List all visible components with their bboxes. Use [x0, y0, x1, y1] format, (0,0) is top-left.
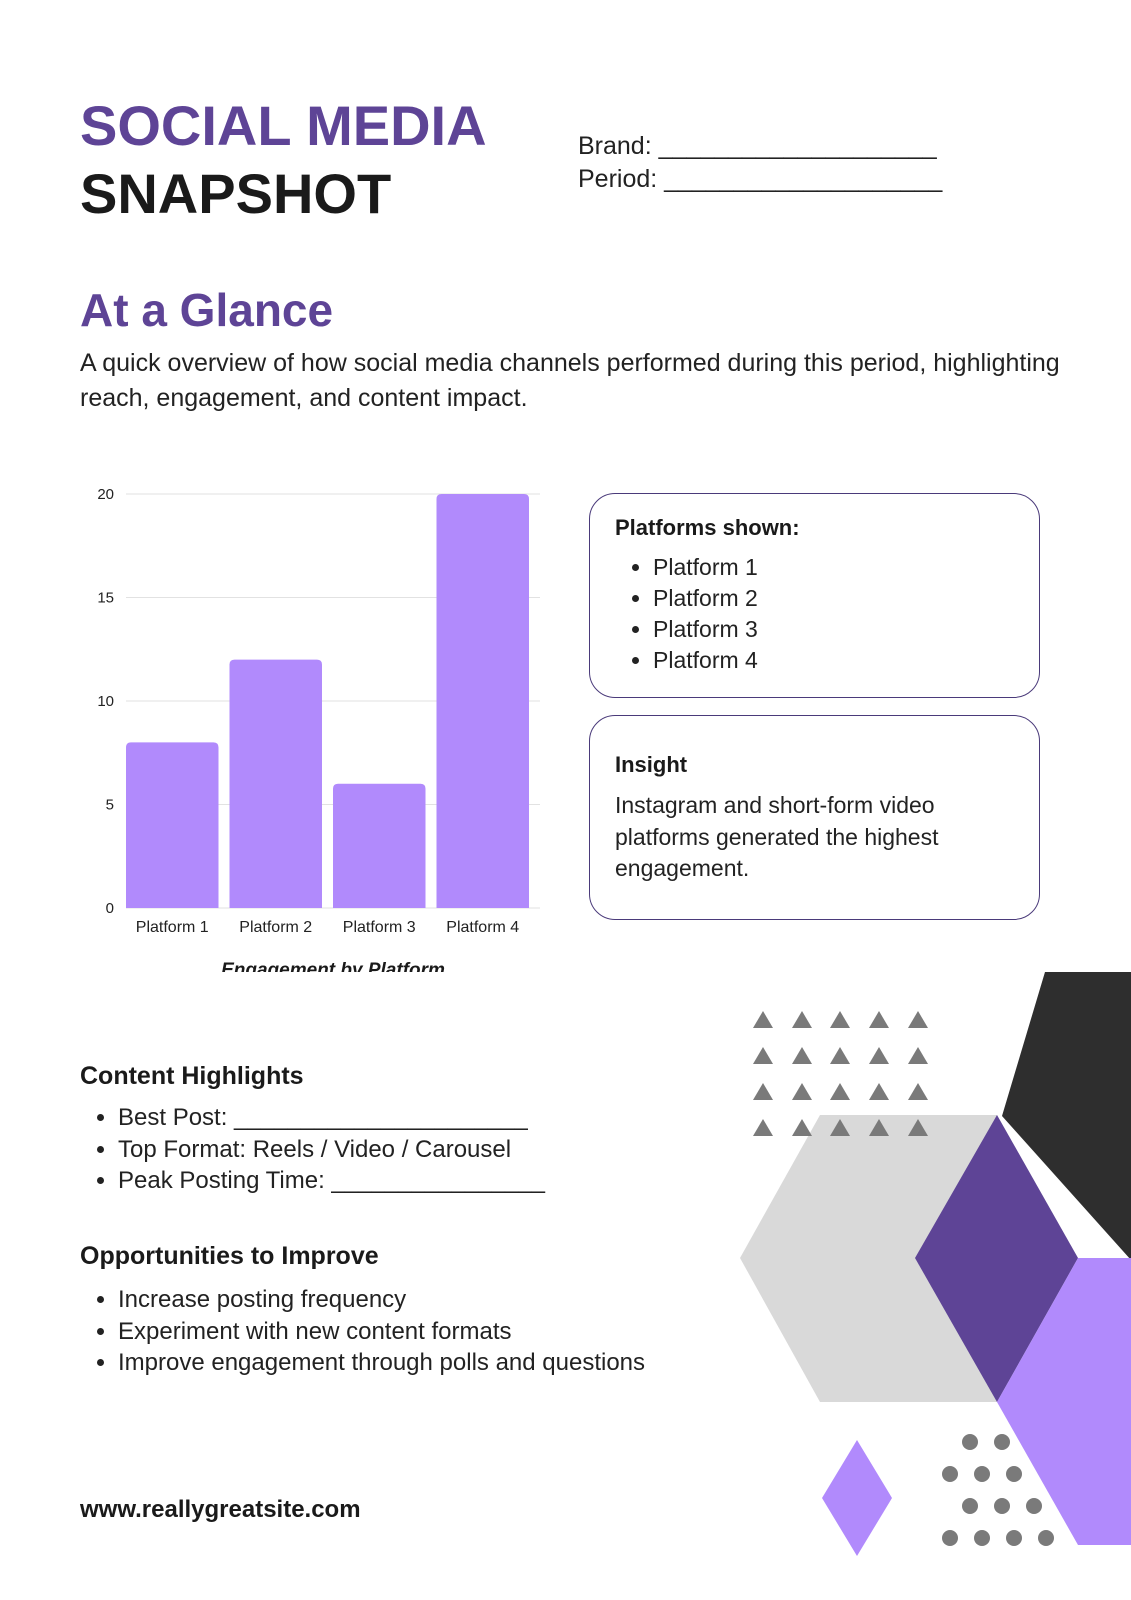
insight-text: Instagram and short-form video platforms… [615, 792, 939, 881]
triangle-shape [869, 1083, 889, 1100]
y-tick-label: 5 [106, 797, 114, 814]
list-item: Best Post: ______________________ [118, 1102, 545, 1134]
decorative-shapes [740, 972, 1131, 1556]
y-tick-label: 10 [97, 693, 114, 710]
list-item: Increase posting frequency [118, 1284, 658, 1316]
triangle-shape [792, 1083, 812, 1100]
dot-shape [1038, 1530, 1054, 1546]
bar [333, 783, 426, 908]
x-tick-label: Platform 3 [343, 919, 416, 936]
triangle-shape [908, 1047, 928, 1064]
list-item: Top Format: Reels / Video / Carousel [118, 1134, 545, 1166]
triangle-shape [753, 1047, 773, 1064]
section-heading-at-a-glance: At a Glance [80, 284, 334, 336]
triangle-shape [792, 1011, 812, 1028]
opportunities-list: Increase posting frequency Experiment wi… [80, 1284, 658, 1379]
dot-shape [994, 1498, 1010, 1514]
x-tick-label: Platform 2 [239, 919, 312, 936]
dot-shape [1026, 1498, 1042, 1514]
website-url[interactable]: www.reallygreatsite.com [80, 1496, 361, 1523]
dot-shape [994, 1434, 1010, 1450]
bar [126, 742, 219, 908]
title-line-2: SNAPSHOT [80, 162, 392, 225]
content-highlights-list: Best Post: ______________________ Top Fo… [80, 1102, 545, 1197]
lilac-hexagon-shape [997, 1258, 1131, 1545]
dot-shape [1006, 1466, 1022, 1482]
list-item: Experiment with new content formats [118, 1316, 658, 1348]
triangle-shape [753, 1119, 773, 1136]
x-tick-label: Platform 4 [446, 919, 519, 936]
chart-title: Engagement by Platform [221, 960, 445, 972]
bar [436, 494, 529, 908]
list-item: Platform 2 [653, 583, 758, 614]
platforms-card: Platforms shown: Platform 1 Platform 2 P… [589, 493, 1040, 698]
list-item: Platform 3 [653, 614, 758, 645]
brand-field: Brand: ____________________ [578, 132, 937, 160]
bar [229, 659, 322, 908]
triangle-shape [908, 1119, 928, 1136]
triangle-shape [869, 1047, 889, 1064]
content-highlights-title: Content Highlights [80, 1062, 304, 1090]
triangle-shape [869, 1011, 889, 1028]
triangle-shape [792, 1047, 812, 1064]
triangle-shape [830, 1047, 850, 1064]
title-line-1: SOCIAL MEDIA [80, 94, 487, 157]
dot-shape [974, 1466, 990, 1482]
platforms-card-title: Platforms shown: [615, 515, 800, 540]
platforms-list: Platform 1 Platform 2 Platform 3 Platfor… [615, 552, 758, 676]
period-field: Period: ____________________ [578, 165, 943, 193]
triangle-shape [830, 1119, 850, 1136]
dark-hexagon-shape [1002, 972, 1131, 1260]
small-diamond-shape [822, 1440, 892, 1556]
dot-shape [942, 1530, 958, 1546]
dot-shape [962, 1434, 978, 1450]
intro-paragraph: A quick overview of how social media cha… [80, 349, 1060, 412]
triangle-shape [830, 1011, 850, 1028]
triangle-shape [753, 1011, 773, 1028]
opportunities-title: Opportunities to Improve [80, 1242, 379, 1270]
dot-shape [1006, 1530, 1022, 1546]
y-tick-label: 20 [97, 486, 114, 503]
list-item: Improve engagement through polls and que… [118, 1347, 658, 1379]
triangle-pattern [753, 1011, 928, 1136]
dot-pattern [942, 1434, 1054, 1546]
insight-card-title: Insight [615, 752, 688, 777]
triangle-shape [869, 1119, 889, 1136]
dot-shape [942, 1466, 958, 1482]
triangle-shape [908, 1083, 928, 1100]
triangle-shape [908, 1011, 928, 1028]
dot-shape [962, 1498, 978, 1514]
list-item: Platform 4 [653, 645, 758, 676]
triangle-shape [753, 1083, 773, 1100]
y-tick-label: 0 [106, 900, 114, 917]
x-tick-label: Platform 1 [136, 919, 209, 936]
triangle-shape [830, 1083, 850, 1100]
insight-card: Insight Instagram and short-form video p… [589, 715, 1040, 920]
purple-diamond-shape [915, 1115, 1078, 1402]
triangle-shape [792, 1119, 812, 1136]
y-tick-label: 15 [97, 590, 114, 607]
list-item: Peak Posting Time: ________________ [118, 1165, 545, 1197]
list-item: Platform 1 [653, 552, 758, 583]
dot-shape [974, 1530, 990, 1546]
